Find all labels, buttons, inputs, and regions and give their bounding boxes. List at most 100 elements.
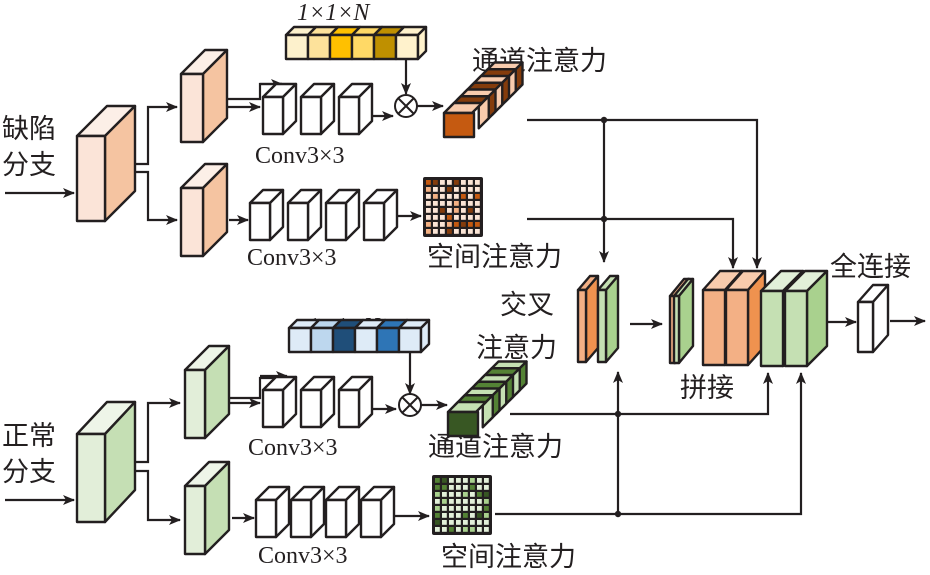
spatial-attention-top-cell	[447, 229, 452, 234]
spatial-attention-bottom-cell	[456, 506, 461, 511]
spatial-attention-top-frame	[423, 177, 483, 237]
spatial-attention-bottom-cell	[470, 492, 475, 497]
defect-split-down	[136, 170, 178, 225]
spatial-attention-top-cell	[475, 208, 480, 213]
conv-bottom-b-4-front	[359, 498, 383, 539]
spatial-attention-bottom-cell	[463, 478, 468, 483]
conv-bottom-a-3	[337, 375, 374, 429]
spatial-attention-top-cell	[447, 180, 452, 185]
spatial-attention-top-cell	[468, 222, 473, 227]
channel-vector-top	[284, 25, 428, 61]
spatial-attention-bottom-cell	[484, 520, 489, 525]
spatial-attention-bottom-cell	[449, 513, 454, 518]
concat-orange-2-front	[724, 288, 750, 367]
route-spatial-top	[527, 217, 738, 269]
spatial-attention-bottom-cell	[435, 527, 440, 532]
spatial-attention-bottom-cell	[484, 506, 489, 511]
conv-bottom-b-1	[254, 485, 291, 539]
channel-attention-bottom-front	[446, 410, 480, 438]
spatial-attention-bottom-cell	[435, 499, 440, 504]
channel-vector-top-cell	[306, 33, 332, 61]
spatial-attention-bottom-cell	[442, 506, 447, 511]
spatial-attention-top-label: 空间注意力	[427, 242, 562, 273]
cross-attention-green-side	[604, 274, 620, 364]
normal-spatial-path-block	[183, 460, 231, 556]
spatial-attention-bottom-cell	[477, 506, 482, 511]
spatial-attention-top-cell	[461, 208, 466, 213]
defect-channel-path-block	[179, 48, 229, 144]
spatial-attention-top-cell	[440, 201, 445, 206]
spatial-attention-bottom-cell	[484, 485, 489, 490]
spatial-attention-top-cell	[454, 215, 459, 220]
concat-orange-2	[724, 269, 767, 367]
conv-top-b-3	[324, 188, 361, 242]
spatial-attention-top	[423, 177, 483, 237]
spatial-attention-top-cell	[447, 208, 452, 213]
spatial-attention-top-cell	[440, 187, 445, 192]
concat-green-1-front	[759, 289, 785, 368]
spatial-attention-top-cell	[454, 194, 459, 199]
spatial-attention-bottom-cell	[449, 520, 454, 525]
conv-top-b-1-front	[248, 201, 272, 242]
channel-vector-bottom-end	[419, 318, 431, 354]
spatial-attention-bottom-cell	[463, 527, 468, 532]
normal-branch-block	[75, 400, 137, 524]
spatial-attention-bottom-cell	[484, 513, 489, 518]
conv-bottom-a-2-front	[299, 388, 323, 429]
route-spatial-bottom	[495, 372, 806, 516]
spatial-attention-top-cell	[440, 208, 445, 213]
spatial-attention-top-cell	[447, 215, 452, 220]
spatial-attention-bottom-cell	[442, 478, 447, 483]
spatial-attention-bottom-cell	[463, 506, 468, 511]
conv-top-a-2-front	[299, 95, 323, 136]
spatial-attention-bottom-cell	[435, 478, 440, 483]
spatial-attention-top-cell	[461, 194, 466, 199]
normal-spatial-path-block-front	[183, 484, 207, 556]
fully-connected-label: 全连接	[830, 252, 911, 283]
spatial-attention-bottom-cell	[449, 485, 454, 490]
channel-vector-top-cell	[394, 33, 420, 61]
defect-split-up	[136, 102, 178, 166]
spatial-attention-bottom-cell	[442, 527, 447, 532]
channel-vector-top-label: 1×1×N	[297, 0, 371, 26]
channel-vector-bottom-cell	[353, 326, 379, 354]
cross-attention-label-line2: 注意力	[476, 333, 557, 364]
channel-vector-bottom	[287, 318, 431, 354]
spatial-attention-top-cell	[475, 215, 480, 220]
conv-top-a-1	[261, 82, 298, 136]
concat-green-2-front	[783, 289, 809, 368]
spatial-attention-top-cell	[468, 180, 473, 185]
spatial-attention-bottom-cell	[477, 478, 482, 483]
spatial-attention-top-cell	[426, 180, 431, 185]
spatial-attention-bottom-cell	[442, 492, 447, 497]
spatial-attention-bottom-cell	[484, 478, 489, 483]
spatial-attention-top-cell	[426, 208, 431, 213]
channel-vector-bottom-cell	[309, 326, 335, 354]
conv-top-b-4	[362, 188, 399, 242]
spatial-attention-bottom-cell	[442, 520, 447, 525]
spatial-attention-top-cell	[475, 187, 480, 192]
blocks	[75, 25, 890, 556]
defect-branch-block-front	[75, 134, 107, 223]
spatial-attention-top-cell	[475, 180, 480, 185]
normal-channel-path-block-front	[183, 368, 207, 440]
spatial-attention-bottom-cell	[477, 527, 482, 532]
spatial-attention-top-cell	[426, 194, 431, 199]
fully-connected-block	[856, 283, 890, 354]
channel-vector-top-cell	[350, 33, 376, 61]
channel-vector-top-cell	[284, 33, 310, 61]
spatial-attention-top-cell	[433, 180, 438, 185]
concat-label: 拼接	[680, 373, 734, 404]
spatial-attention-top-cell	[433, 201, 438, 206]
channel-vector-top-cell	[372, 33, 398, 61]
spatial-attention-bottom-cell	[449, 499, 454, 504]
conv-bottom-a-1	[261, 375, 298, 429]
spatial-attention-bottom-cell	[484, 527, 489, 532]
spatial-attention-bottom-cell	[435, 506, 440, 511]
spatial-attention-top-cell	[454, 222, 459, 227]
spatial-attention-top-cell	[440, 215, 445, 220]
conv-top-a-1-front	[261, 95, 285, 136]
spatial-attention-bottom-cell	[435, 492, 440, 497]
cross-attention-orange-front	[576, 288, 588, 364]
